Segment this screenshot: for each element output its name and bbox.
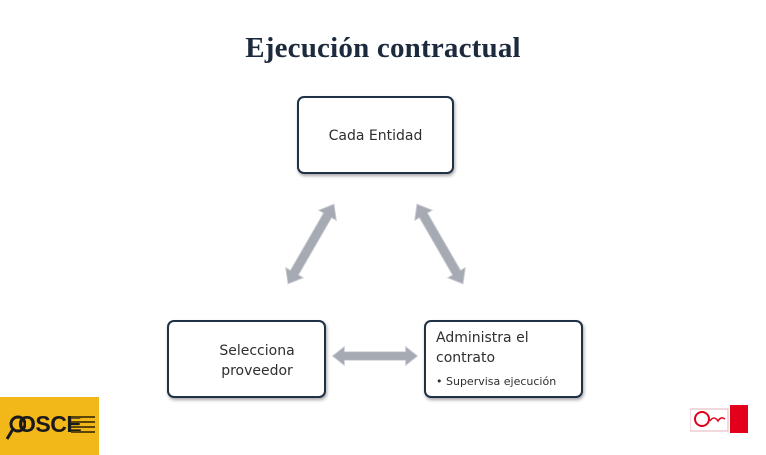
osce-logo: OSCE	[0, 397, 99, 455]
arrow-top-left	[278, 198, 344, 290]
peru-logo	[689, 405, 748, 433]
box-selecciona-proveedor-label: Selecciona proveedor	[219, 343, 295, 379]
arrow-bottom	[332, 346, 418, 366]
peru-brand-icon	[689, 405, 748, 433]
slide-title: Ejecución contractual	[245, 32, 521, 64]
bullet-supervisa-ejecucion: • Supervisa ejecución	[436, 375, 557, 388]
osce-logo-tagline-lines	[71, 416, 95, 436]
arrow-top-right	[407, 198, 473, 290]
magnifier-icon	[6, 415, 26, 440]
box-administra-contrato: Administra el contrato • Supervisa ejecu…	[424, 320, 583, 398]
box-cada-entidad: Cada Entidad	[297, 96, 454, 174]
box-administra-contrato-label: Administra el contrato	[436, 330, 529, 366]
box-selecciona-proveedor: Selecciona proveedor	[167, 320, 326, 398]
box-cada-entidad-label: Cada Entidad	[328, 128, 423, 144]
